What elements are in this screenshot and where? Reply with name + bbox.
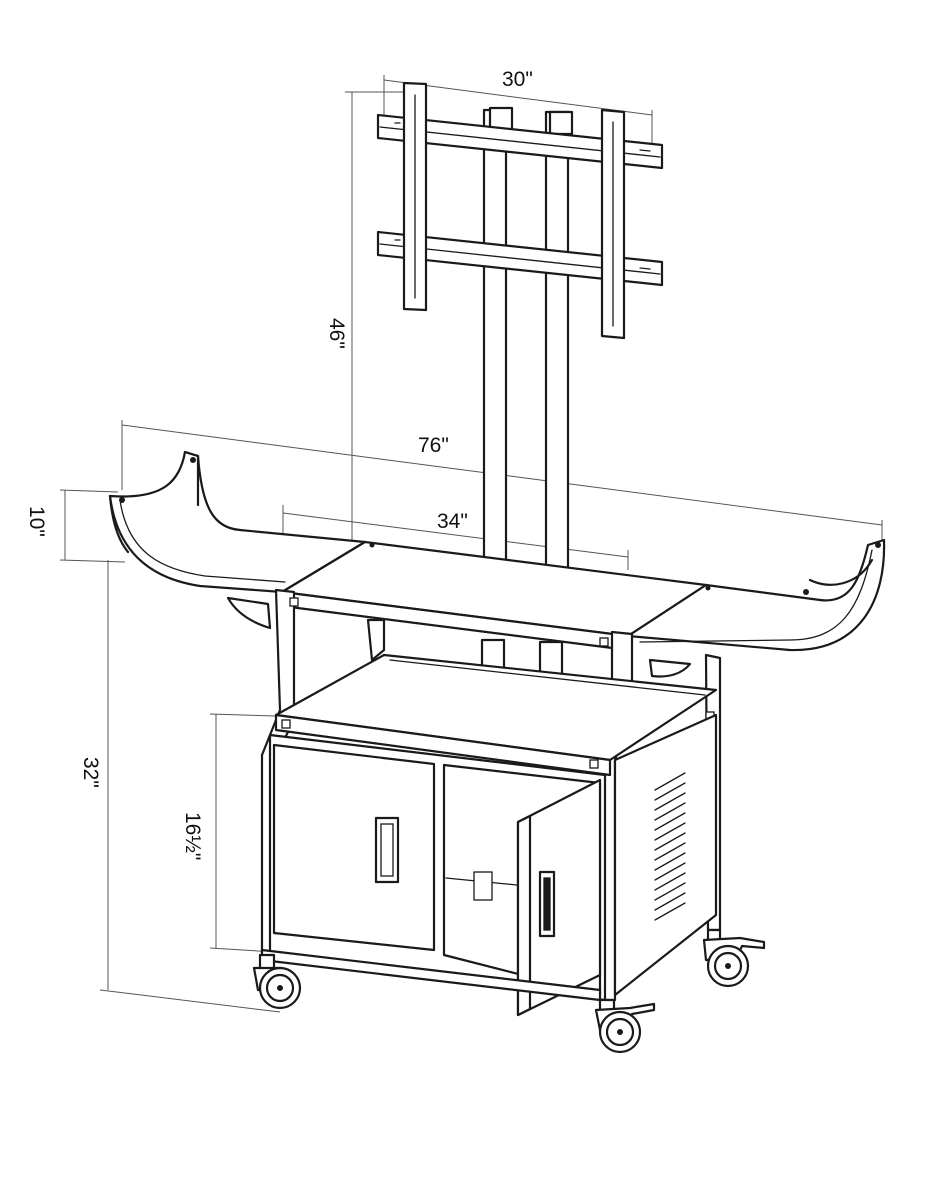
- overall-width-label: 76": [418, 434, 449, 457]
- caster-front-right: [594, 998, 656, 1054]
- cabinet-height-label: 16½": [181, 812, 204, 860]
- cart-top-surface: [108, 450, 886, 678]
- mount-width-label: 30": [502, 68, 533, 91]
- mount-height-label: 46": [325, 318, 348, 349]
- caster-back-right: [702, 928, 766, 988]
- cart-height-label: 32": [79, 757, 102, 788]
- side-height-label: 10": [25, 506, 48, 537]
- caster-wheels: [252, 928, 766, 1054]
- storage-cabinet: [260, 713, 718, 1017]
- monitor-mount-bracket: [376, 81, 664, 340]
- center-width-label: 34": [437, 510, 468, 533]
- caster-front-left: [252, 953, 302, 1010]
